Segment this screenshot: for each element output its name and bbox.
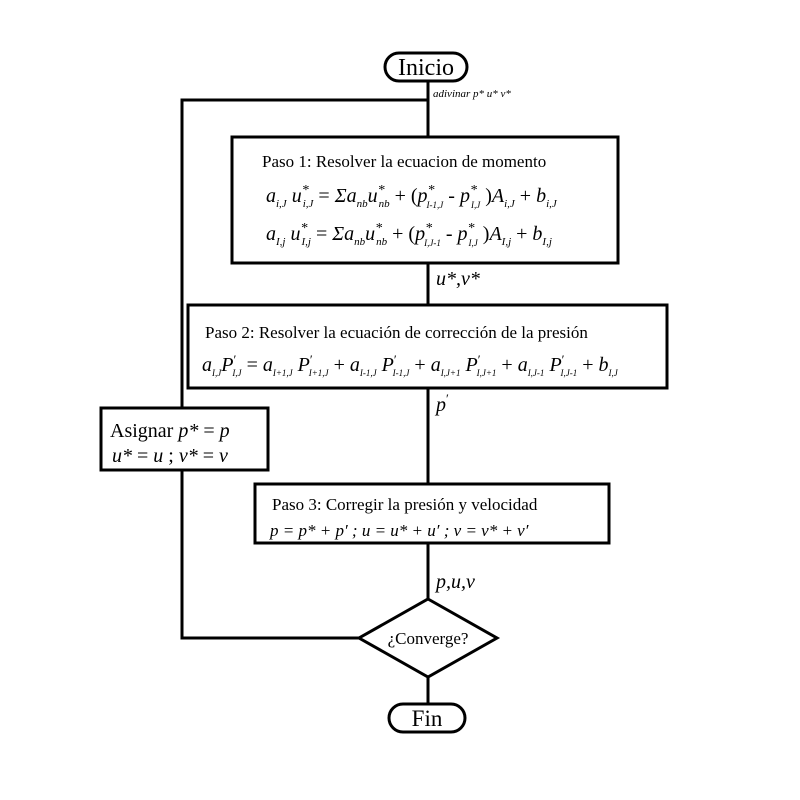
end-terminator: Fin	[387, 702, 467, 734]
end-label: Fin	[412, 706, 443, 731]
connectors	[180, 80, 430, 704]
end-shape	[387, 702, 467, 734]
decision-shape	[355, 597, 501, 679]
start-shape	[383, 51, 469, 83]
assign-line-2: u* = u ; v* = v	[112, 445, 228, 467]
step3-title: Paso 3: Corregir la presión y velocidad	[272, 495, 538, 514]
step2-equation: aI,JP′I,J = aI+1,J P′I+1,J + aI-1,J P′I-…	[202, 352, 619, 378]
start-label: Inicio	[398, 55, 454, 81]
assign-box: Asignar p* = p u* = u ; v* = v	[99, 406, 270, 472]
step1-title: Paso 1: Resolver la ecuacion de momento	[262, 152, 546, 171]
decision-label: ¿Converge?	[388, 629, 469, 648]
guess-label: adivinar p* u* v*	[433, 88, 511, 100]
start-terminator: Inicio	[383, 51, 469, 83]
step3-output-label: p,u,v	[434, 571, 475, 593]
step2-output-label: p′	[434, 391, 449, 416]
step2-title: Paso 2: Resolver la ecuación de correcci…	[205, 323, 588, 342]
assign-shape	[99, 406, 270, 472]
connector-assign-to-top	[180, 98, 428, 408]
step3-equation: p = p* + p′ ; u = u* + u′ ; v = v* + v′	[269, 521, 529, 540]
step1-output-label: u*,v*	[436, 268, 480, 290]
step1-box: Paso 1: Resolver la ecuacion de momento …	[230, 135, 620, 265]
decision-diamond: ¿Converge?	[355, 597, 501, 679]
step2-box: Paso 2: Resolver la ecuación de correcci…	[186, 303, 669, 390]
step1-shape	[230, 135, 620, 265]
connector-loop-back	[180, 470, 359, 640]
step3-box: Paso 3: Corregir la presión y velocidad …	[253, 482, 611, 545]
step2-shape	[186, 303, 669, 390]
step3-shape	[253, 482, 611, 545]
assign-line-1: Asignar p* = p	[110, 420, 230, 442]
